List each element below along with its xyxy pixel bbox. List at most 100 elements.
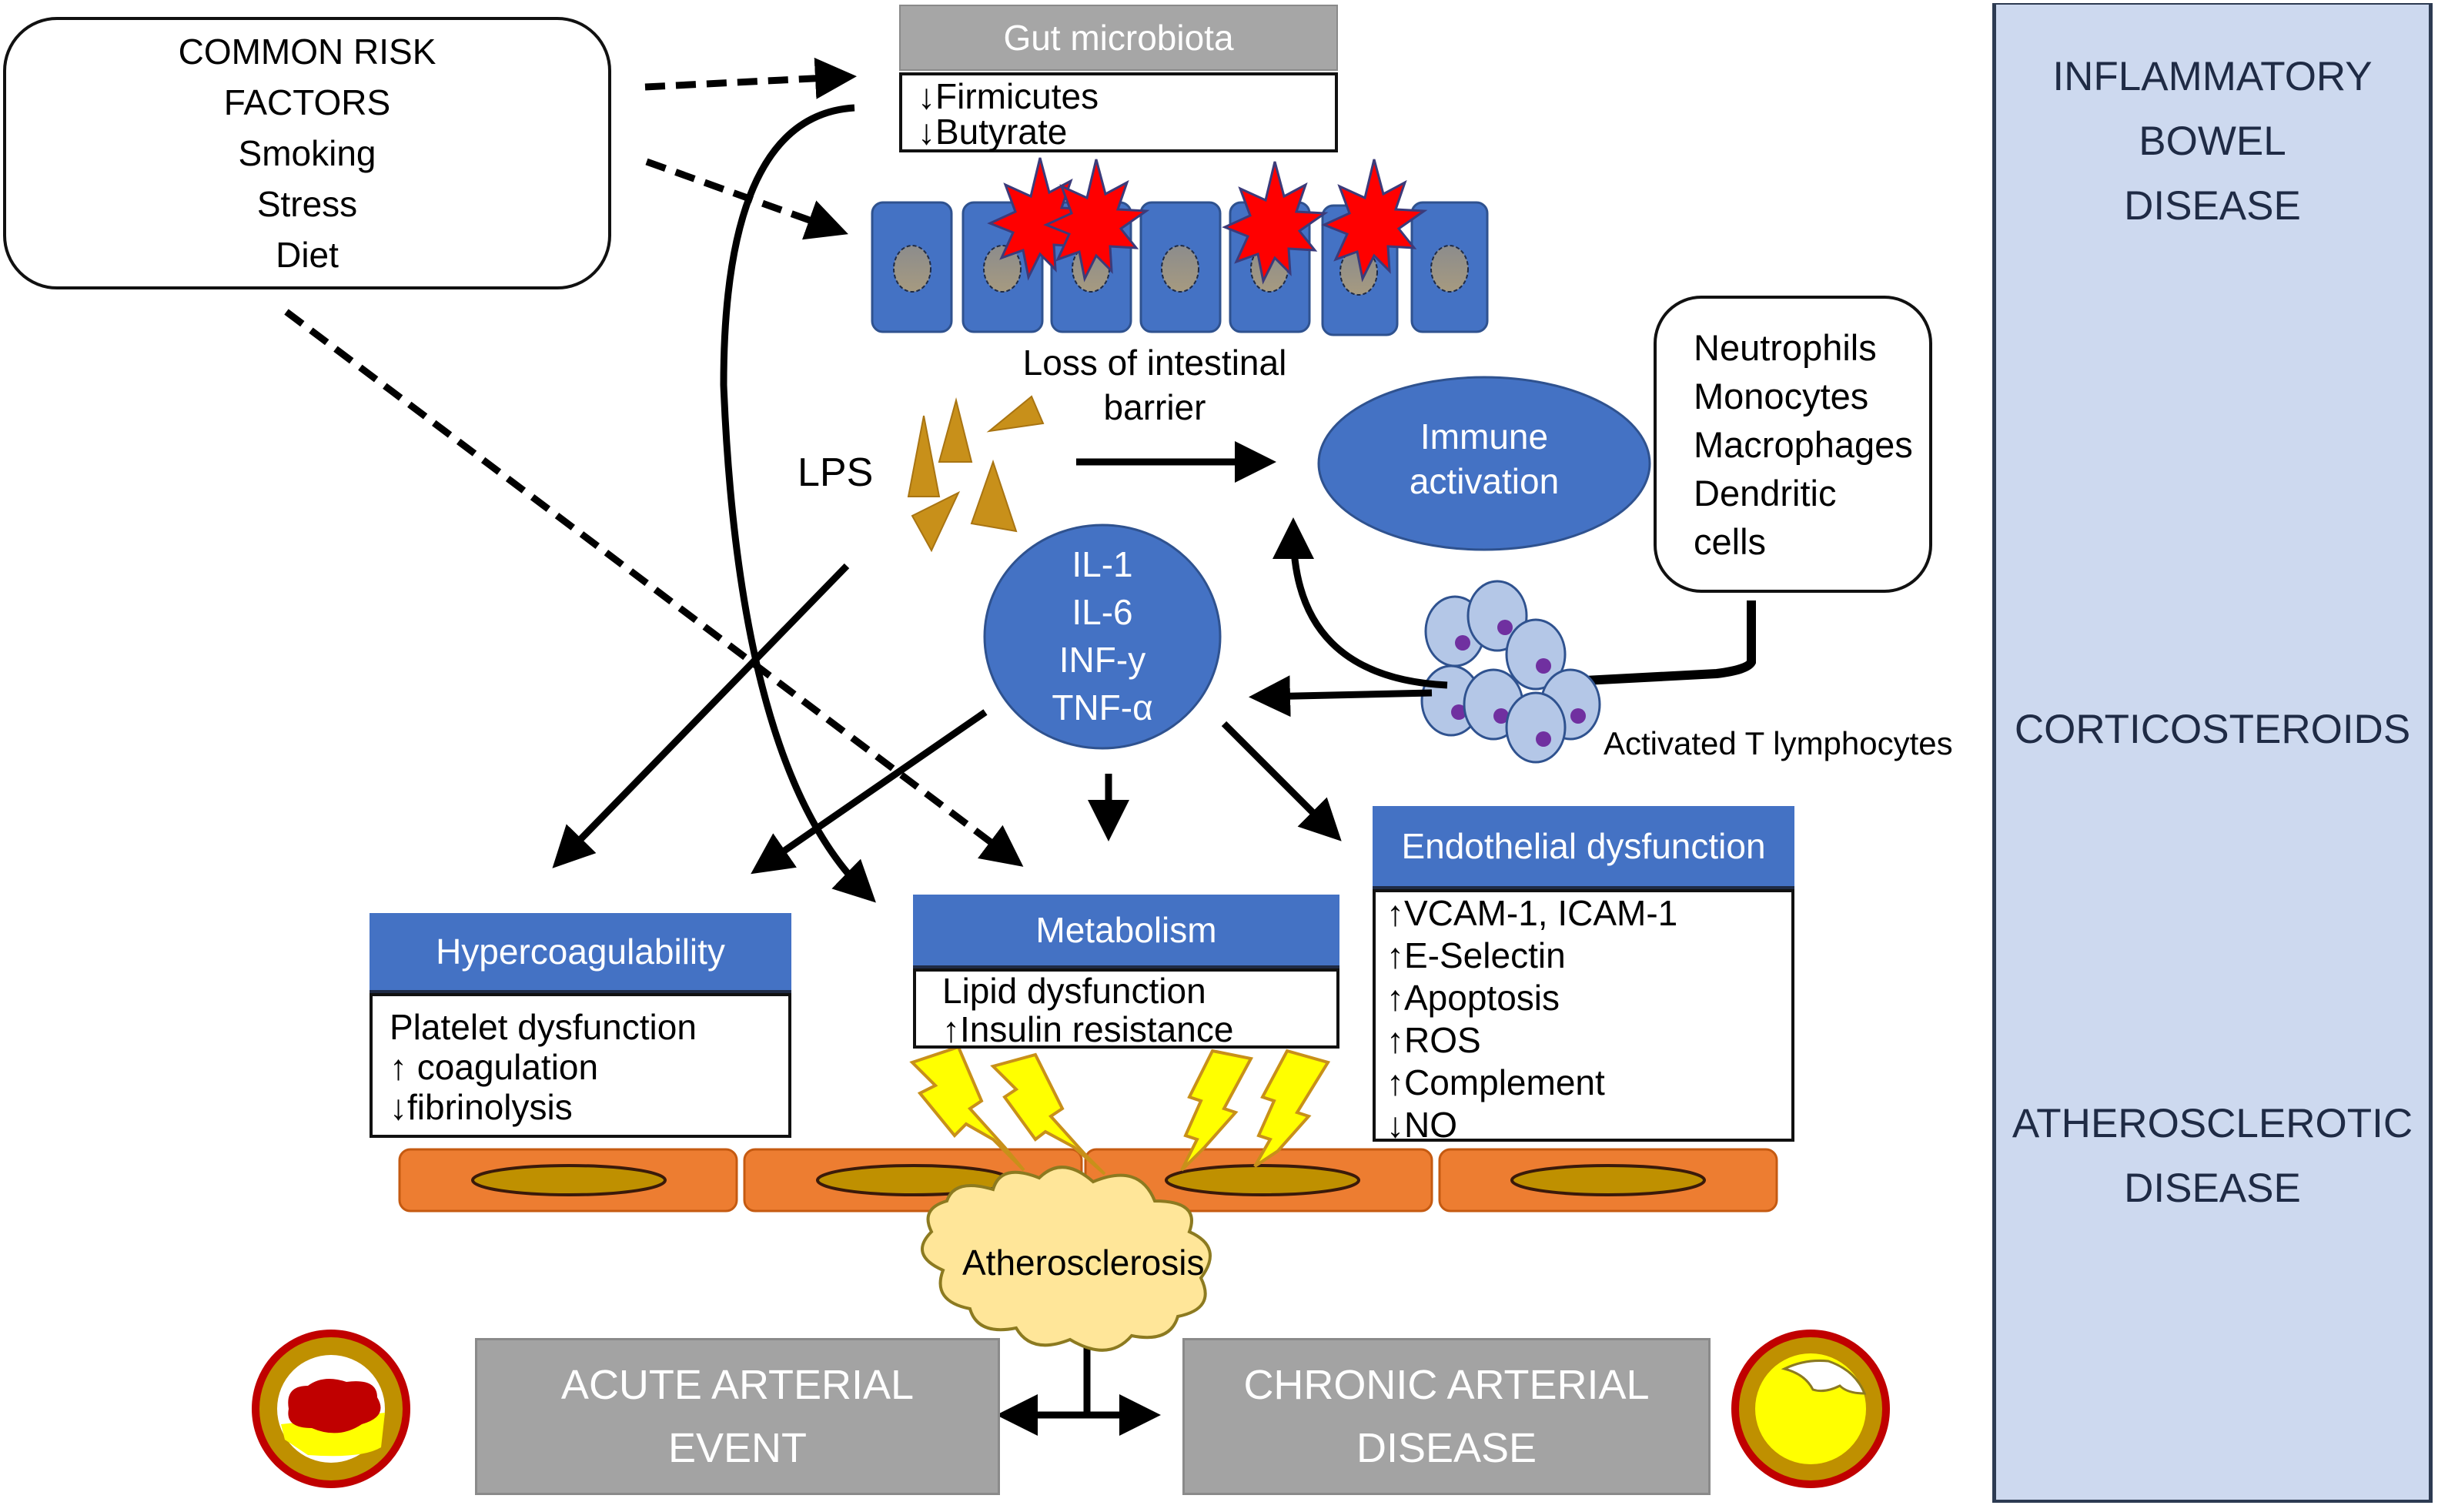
metabolism-header: Metabolism xyxy=(913,895,1339,968)
atherosclerotic-disease-label: ATHEROSCLEROTIC DISEASE xyxy=(2012,1101,2413,1211)
hypercoagulability-item: ↑ coagulation xyxy=(390,1047,599,1087)
gut-microbiota-box: Gut microbiota ↓Firmicutes ↓Butyrate xyxy=(899,5,1338,152)
cytokines-node xyxy=(983,524,1222,750)
decrease-arrow-icon: ↓ xyxy=(1386,1105,1404,1145)
smooth-muscle-cell xyxy=(398,1148,738,1213)
atherosclerosis-cloud-icon xyxy=(921,1166,1212,1352)
immune-activation-node xyxy=(1317,376,1651,551)
immune-cell-item: Neutrophils xyxy=(1694,327,1877,368)
arrow-cytokines-to-hypercoagulability xyxy=(751,709,988,875)
metabolism-item: Lipid dysfunction xyxy=(942,971,1206,1011)
risk-factor-item: Diet xyxy=(276,235,339,275)
epithelial-cell xyxy=(1410,201,1489,333)
increase-arrow-icon: ↑ xyxy=(1386,978,1404,1018)
increase-arrow-icon: ↑ xyxy=(1386,935,1404,975)
endothelial-dysfunction-header: Endothelial dysfunction xyxy=(1373,806,1794,889)
damage-burst-icon xyxy=(1043,159,1150,283)
decrease-arrow-icon: ↓ xyxy=(918,76,935,116)
endothelial-dysfunction-box: Endothelial dysfunction ↑VCAM-1, ICAM-1 … xyxy=(1373,806,1794,1145)
risk-factors-box: COMMON RISK FACTORS Smoking Stress Diet xyxy=(3,17,611,289)
lightning-bolt-icon xyxy=(1253,1049,1331,1168)
arrow-lymphocytes-to-cytokines xyxy=(1249,675,1433,718)
arrow-lps-to-hypercoagulability xyxy=(552,563,850,868)
ibd-label: INFLAMMATORY BOWEL DISEASE xyxy=(2052,54,2373,229)
arrow-lymphocytes-to-immune xyxy=(1273,517,1448,689)
increase-arrow-icon: ↑ xyxy=(1386,1020,1404,1060)
arrow-cytokines-to-endothelial xyxy=(1221,721,1342,841)
endothelial-item: ↑Complement xyxy=(1386,1062,1605,1102)
t-lymphocytes-label: Activated T lymphocytes xyxy=(1604,725,1953,761)
epithelial-cell xyxy=(871,201,953,333)
increase-arrow-icon: ↑ xyxy=(942,1009,960,1049)
endothelial-item: ↑Apoptosis xyxy=(1386,978,1560,1018)
metabolism-item: ↑Insulin resistance xyxy=(942,1009,1234,1049)
immune-cell-item: Macrophages xyxy=(1694,424,1913,465)
barrier-damage-bursts xyxy=(987,157,1428,285)
intestinal-barrier-label: Loss of intestinal barrier xyxy=(1022,343,1287,427)
risk-factor-item: Smoking xyxy=(238,133,376,173)
immune-cells-connector xyxy=(1570,600,1756,686)
chronic-arterial-disease-box: CHRONIC ARTERIAL DISEASE xyxy=(1182,1338,1711,1495)
gut-microbiota-title: Gut microbiota xyxy=(1003,18,1234,58)
decrease-arrow-icon: ↓ xyxy=(918,112,935,152)
risk-factor-item: Stress xyxy=(256,184,358,224)
atherosclerosis-label: Atherosclerosis xyxy=(962,1243,1205,1283)
decrease-arrow-icon: ↓ xyxy=(390,1087,407,1127)
gut-microbiota-list: ↓Firmicutes ↓Butyrate xyxy=(899,72,1338,152)
epithelial-cell xyxy=(1139,201,1222,333)
risk-factors-title-line2: FACTORS xyxy=(223,82,391,122)
endothelial-item: ↑E-Selectin xyxy=(1386,935,1566,975)
lightning-bolt-icon xyxy=(909,1045,1025,1172)
acute-arterial-event-box: ACUTE ARTERIAL EVENT xyxy=(475,1338,1000,1495)
hypercoagulability-list: Platelet dysfunction ↑ coagulation ↓fibr… xyxy=(370,993,791,1138)
endothelial-dysfunction-list: ↑VCAM-1, ICAM-1 ↑E-Selectin ↑Apoptosis ↑… xyxy=(1373,889,1794,1145)
metabolism-title: Metabolism xyxy=(1035,910,1217,950)
metabolism-box: Metabolism Lipid dysfunction ↑Insulin re… xyxy=(913,895,1339,1049)
endothelial-item: ↑VCAM-1, ICAM-1 xyxy=(1386,893,1678,933)
hypercoagulability-title: Hypercoagulability xyxy=(436,932,725,972)
hypercoagulability-item: Platelet dysfunction xyxy=(390,1007,697,1047)
immune-cell-item: Dendritic xyxy=(1694,473,1837,513)
endothelial-dysfunction-title: Endothelial dysfunction xyxy=(1401,826,1766,866)
occluded-vessel-icon xyxy=(252,1330,410,1488)
cytokine-item: INF-y xyxy=(1058,640,1146,680)
smooth-muscle-cell xyxy=(1438,1148,1778,1213)
dashed-arrows xyxy=(284,57,1024,867)
metabolism-list: Lipid dysfunction ↑Insulin resistance xyxy=(913,968,1339,1049)
solid-arrows xyxy=(552,104,1448,1436)
increase-arrow-icon: ↑ xyxy=(1386,1062,1404,1102)
stenotic-vessel-icon xyxy=(1731,1330,1890,1488)
endothelial-item: ↑ROS xyxy=(1386,1020,1481,1060)
t-lymphocytes-cluster-icon xyxy=(1420,580,1601,764)
corticosteroids-label: CORTICOSTEROIDS xyxy=(2014,707,2411,752)
damage-burst-icon xyxy=(1321,159,1428,283)
arrow-risk-to-barrier xyxy=(645,158,848,240)
damage-burst-icon xyxy=(1222,161,1329,285)
immune-cells-box xyxy=(1654,296,1932,593)
endothelial-item: ↓NO xyxy=(1386,1105,1457,1145)
cytokine-item: IL-6 xyxy=(1072,592,1133,632)
gut-microbiota-item: ↓Butyrate xyxy=(918,112,1068,152)
hypercoagulability-header: Hypercoagulability xyxy=(370,913,791,993)
gut-microbiota-header: Gut microbiota xyxy=(899,5,1338,71)
arrow-microbiota-to-metabolism xyxy=(720,104,876,903)
hypercoagulability-item: ↓fibrinolysis xyxy=(390,1087,573,1127)
increase-arrow-icon: ↑ xyxy=(1386,893,1404,933)
arrow-risk-to-microbiota xyxy=(644,57,857,99)
hypercoagulability-box: Hypercoagulability Platelet dysfunction … xyxy=(370,913,791,1138)
ibd-summary-panel: INFLAMMATORY BOWEL DISEASE CORTICOSTEROI… xyxy=(1992,3,2433,1503)
cytokines-list: IL-1 IL-6 INF-y TNF-α xyxy=(985,540,1219,731)
immune-cell-item: cells xyxy=(1694,521,1767,562)
lightning-bolt-icon xyxy=(1180,1049,1254,1172)
immune-cell-item: Monocytes xyxy=(1694,376,1869,416)
lps-label: LPS xyxy=(798,450,874,495)
immune-cells-list: Neutrophils Monocytes Macrophages Dendri… xyxy=(1694,323,1913,566)
lightning-bolt-icon xyxy=(990,1052,1106,1176)
cytokine-item: TNF-α xyxy=(1052,687,1153,728)
lightning-bolts xyxy=(909,1045,1331,1176)
cytokine-item: IL-1 xyxy=(1072,544,1133,584)
immune-activation-label: Immune activation xyxy=(1409,416,1560,501)
increase-arrow-icon: ↑ xyxy=(390,1047,407,1087)
lps-molecules-icon xyxy=(907,395,1045,553)
